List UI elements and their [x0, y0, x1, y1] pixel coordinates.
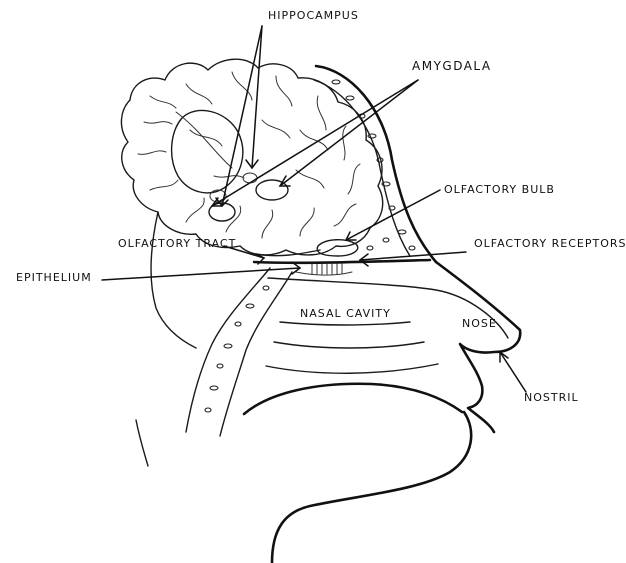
olfactory-bulb-label: OLFACTORY BULB [444, 184, 555, 195]
amygdala-label: AMYGDALA [412, 60, 492, 72]
turbinate-upper [280, 322, 410, 325]
skull-outer-contour [316, 66, 436, 262]
cribriform-plate [254, 260, 430, 263]
turbinate-middle [274, 342, 424, 348]
epithelium-label: EPITHELIUM [16, 272, 92, 283]
skull-inner-contour [314, 80, 410, 256]
amygdala-inner [243, 173, 257, 183]
nose-label: NOSE [462, 318, 497, 329]
lobe-inner-fold [176, 112, 232, 168]
throat-outline [272, 412, 471, 563]
olfactory-bulb-shape [317, 240, 358, 256]
olfactory-receptor-fibers [312, 264, 342, 274]
head-back-outline [151, 212, 196, 348]
turbinate-lower [266, 364, 438, 373]
palate-line [244, 384, 462, 414]
nasal-cavity-label: NASAL CAVITY [300, 308, 391, 319]
epithelium-layer [296, 272, 352, 275]
face-profile [436, 262, 520, 432]
ethmoid-strip-right [220, 272, 292, 436]
ethmoid-bone-texture [205, 286, 269, 412]
neck-outline [136, 420, 148, 466]
olfactory-tract-label: OLFACTORY TRACT [118, 238, 236, 249]
olfactory-receptors-label: OLFACTORY RECEPTORS [474, 238, 626, 249]
temporal-lobe-outline [172, 110, 243, 192]
nostril-label: NOSTRIL [524, 392, 579, 403]
hippocampus-label: HIPPOCAMPUS [268, 10, 359, 21]
